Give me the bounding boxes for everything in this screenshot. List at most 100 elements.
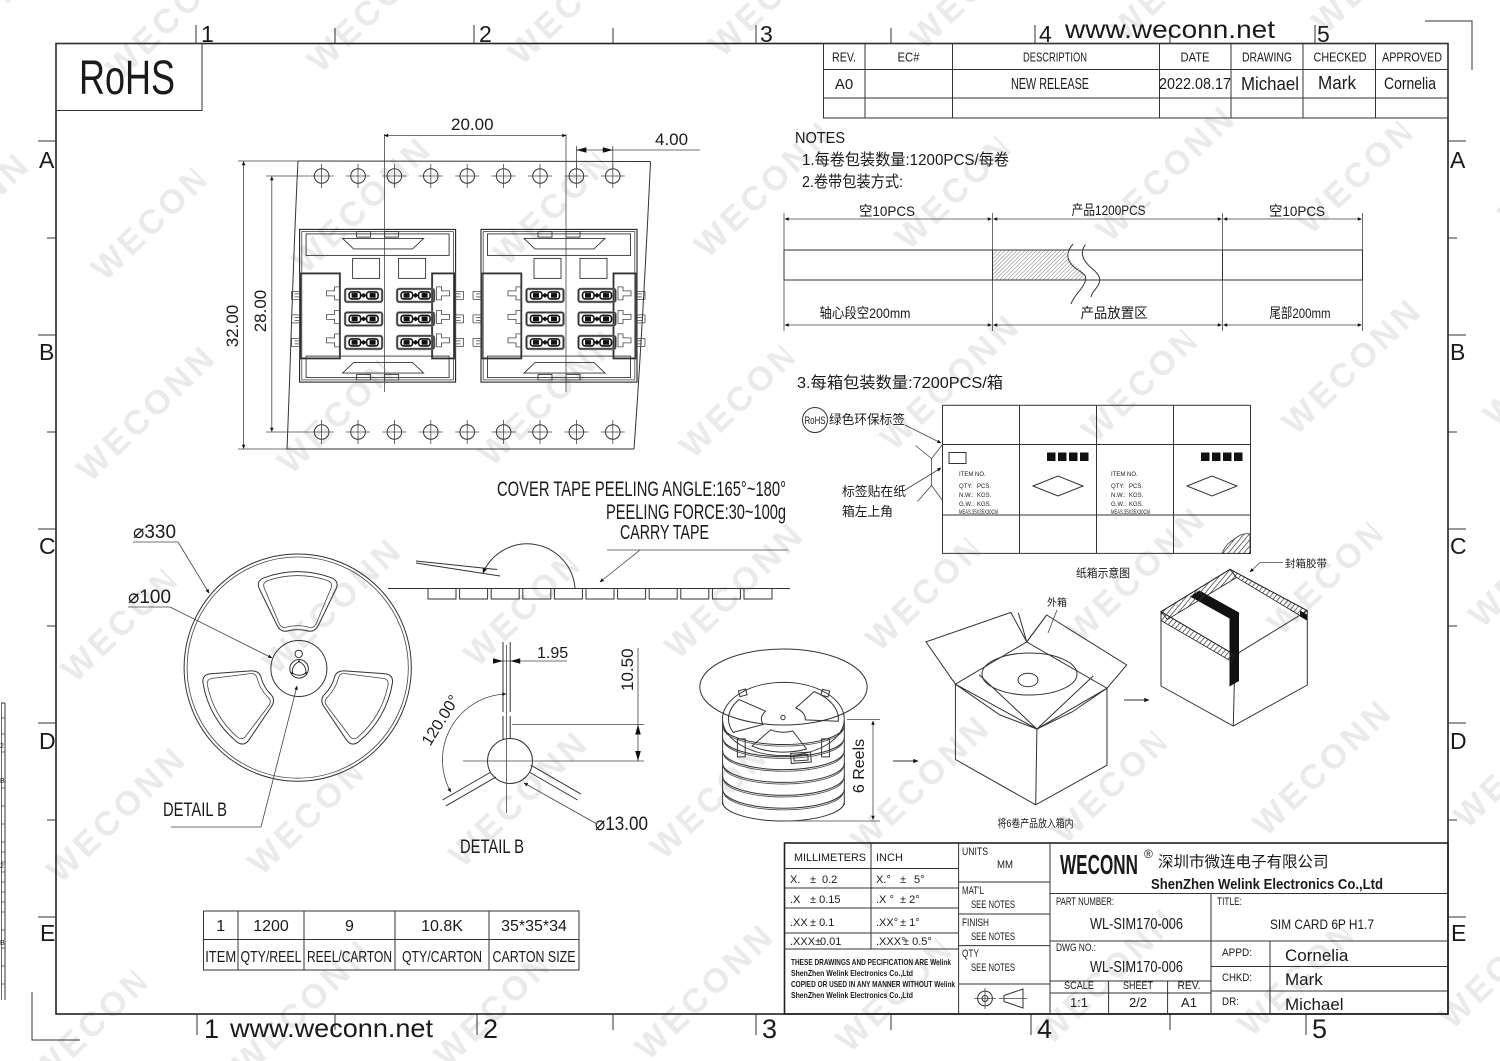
svg-text:空10PCS: 空10PCS [859, 203, 915, 219]
svg-text:.X: .X [790, 894, 801, 906]
svg-text:N.W.:: N.W.: [1111, 493, 1126, 499]
svg-text:EC#: EC# [898, 50, 921, 65]
svg-text:.X °: .X ° [876, 894, 894, 906]
svg-text:绿色环保标签: 绿色环保标签 [829, 412, 905, 427]
svg-text:SHEET: SHEET [1123, 980, 1153, 992]
svg-text:COVER TAPE PEELING ANGLE:165°~: COVER TAPE PEELING ANGLE:165°~180° [497, 478, 786, 501]
svg-text:± 0.5°: ± 0.5° [903, 936, 932, 948]
svg-text:Y: Y [1061, 455, 1065, 461]
svg-text:PCS.: PCS. [1129, 484, 1143, 490]
svg-text:SEE NOTES: SEE NOTES [971, 962, 1015, 974]
svg-text:X: X [1083, 455, 1087, 461]
svg-text:SCALE: SCALE [1064, 980, 1094, 992]
svg-text:REV.: REV. [832, 50, 856, 65]
svg-text:4: 4 [1037, 1014, 1052, 1044]
svg-text:ITEM NO.: ITEM NO. [959, 472, 986, 478]
svg-text:32.00: 32.00 [223, 305, 242, 348]
svg-text:1: 1 [201, 21, 214, 47]
svg-text:产品1200PCS: 产品1200PCS [1072, 202, 1146, 218]
svg-text:E: E [1451, 920, 1466, 946]
svg-text:Cornelia: Cornelia [1384, 75, 1437, 93]
svg-text:X.°: X.° [876, 874, 891, 886]
svg-text:2.卷带包装方式:: 2.卷带包装方式: [802, 173, 903, 191]
svg-text:10.8K: 10.8K [421, 918, 463, 935]
svg-text:.XX: .XX [790, 917, 808, 929]
svg-text:0.2: 0.2 [822, 874, 837, 886]
svg-text:B: B [0, 940, 5, 947]
svg-text:WL-SIM170-006: WL-SIM170-006 [1090, 916, 1183, 933]
svg-text:DETAIL B: DETAIL B [163, 800, 227, 821]
svg-text:QTY/REEL: QTY/REEL [241, 949, 302, 966]
svg-text:1200: 1200 [253, 918, 289, 935]
svg-text:2: 2 [0, 863, 4, 870]
svg-text:D: D [39, 728, 56, 754]
svg-text:Y: Y [1215, 455, 1219, 461]
svg-text:深圳市微连电子有限公司: 深圳市微连电子有限公司 [1158, 853, 1329, 871]
svg-text:3.每箱包装数量:7200PCS/箱: 3.每箱包装数量:7200PCS/箱 [797, 374, 1003, 392]
svg-text:4.00: 4.00 [655, 130, 688, 149]
svg-text:封箱胶带: 封箱胶带 [1285, 557, 1327, 570]
svg-text:5: 5 [1312, 1014, 1327, 1044]
svg-text:0.01: 0.01 [820, 936, 841, 948]
svg-text:.XXX°: .XXX° [876, 936, 905, 948]
svg-text:B: B [0, 778, 5, 785]
svg-text:UNITS: UNITS [962, 846, 988, 858]
svg-text:SEE NOTES: SEE NOTES [971, 899, 1015, 911]
svg-text:NOTES: NOTES [795, 130, 845, 147]
svg-text:DR:: DR: [1222, 996, 1239, 1008]
svg-text:± 0.1: ± 0.1 [810, 917, 834, 929]
svg-text:C: C [39, 533, 56, 559]
svg-text:9: 9 [345, 918, 354, 935]
svg-text:APPD:: APPD: [1222, 947, 1252, 959]
svg-text:2022.08.17: 2022.08.17 [1159, 76, 1231, 93]
svg-text:PART NUMBER:: PART NUMBER: [1056, 896, 1114, 908]
svg-text:PEELING FORCE:30~100g: PEELING FORCE:30~100g [606, 501, 786, 524]
svg-text:A: A [39, 147, 55, 173]
svg-text:CHECKED: CHECKED [1314, 50, 1367, 65]
svg-text:10.50: 10.50 [618, 648, 637, 691]
svg-text:N.W.:: N.W.: [959, 493, 974, 499]
svg-text:3: 3 [760, 21, 773, 47]
svg-text:DETAIL B: DETAIL B [460, 837, 524, 858]
svg-text:CARTON SIZE: CARTON SIZE [493, 949, 576, 966]
svg-text:将6卷产品放入箱内: 将6卷产品放入箱内 [998, 816, 1074, 830]
svg-text:ShenZhen Welink Electronics Co: ShenZhen Welink Electronics Co.,Ltd [1151, 876, 1383, 893]
svg-text:2: 2 [479, 21, 492, 47]
svg-text:⌀13.00: ⌀13.00 [595, 814, 648, 835]
svg-text:尾部200mm: 尾部200mm [1270, 305, 1331, 321]
svg-text:QTY: QTY [962, 948, 979, 960]
svg-text:⌀100: ⌀100 [128, 587, 171, 608]
svg-text:SIM CARD 6P H1.7: SIM CARD 6P H1.7 [1270, 916, 1374, 932]
svg-text:DWG NO.:: DWG NO.: [1056, 942, 1096, 954]
svg-text:COPIED OR USED IN ANY MANNER W: COPIED OR USED IN ANY MANNER WITHOUT Wel… [791, 979, 955, 989]
svg-text:TITLE:: TITLE: [1217, 896, 1242, 908]
svg-text:Mark: Mark [1285, 970, 1323, 989]
svg-text:外箱: 外箱 [1047, 596, 1067, 609]
svg-text:WECONN: WECONN [1060, 849, 1138, 880]
svg-text:标签贴在纸: 标签贴在纸 [842, 484, 906, 499]
svg-text:28.00: 28.00 [251, 290, 270, 333]
svg-text:ITEM NO.: ITEM NO. [1111, 472, 1138, 478]
svg-text:DRAWING: DRAWING [1242, 50, 1292, 65]
svg-text:2/2: 2/2 [1129, 995, 1147, 1010]
svg-text:11: 11 [1203, 455, 1208, 461]
svg-text:SEE NOTES: SEE NOTES [971, 931, 1015, 943]
svg-text:FINISH: FINISH [962, 917, 989, 929]
svg-text:±: ± [900, 874, 906, 886]
svg-text:5°: 5° [914, 874, 925, 886]
svg-text:QTY/CARTON: QTY/CARTON [402, 949, 482, 966]
svg-text:A0: A0 [835, 76, 853, 93]
svg-text:www.weconn.net: www.weconn.net [1064, 16, 1275, 44]
svg-text:REV.: REV. [1178, 980, 1201, 992]
svg-text:A: A [1450, 147, 1466, 173]
svg-text:n: n [1226, 455, 1229, 461]
svg-text:1:1: 1:1 [1070, 995, 1088, 1010]
svg-text:X.: X. [790, 874, 800, 886]
svg-text:Cornelia: Cornelia [1285, 946, 1349, 965]
svg-text:20.00: 20.00 [451, 115, 494, 134]
svg-text:空10PCS: 空10PCS [1269, 203, 1325, 219]
svg-text:1.95: 1.95 [537, 645, 568, 662]
svg-text:±: ± [810, 874, 816, 886]
svg-text:C: C [1450, 533, 1467, 559]
svg-text:3: 3 [762, 1014, 777, 1044]
